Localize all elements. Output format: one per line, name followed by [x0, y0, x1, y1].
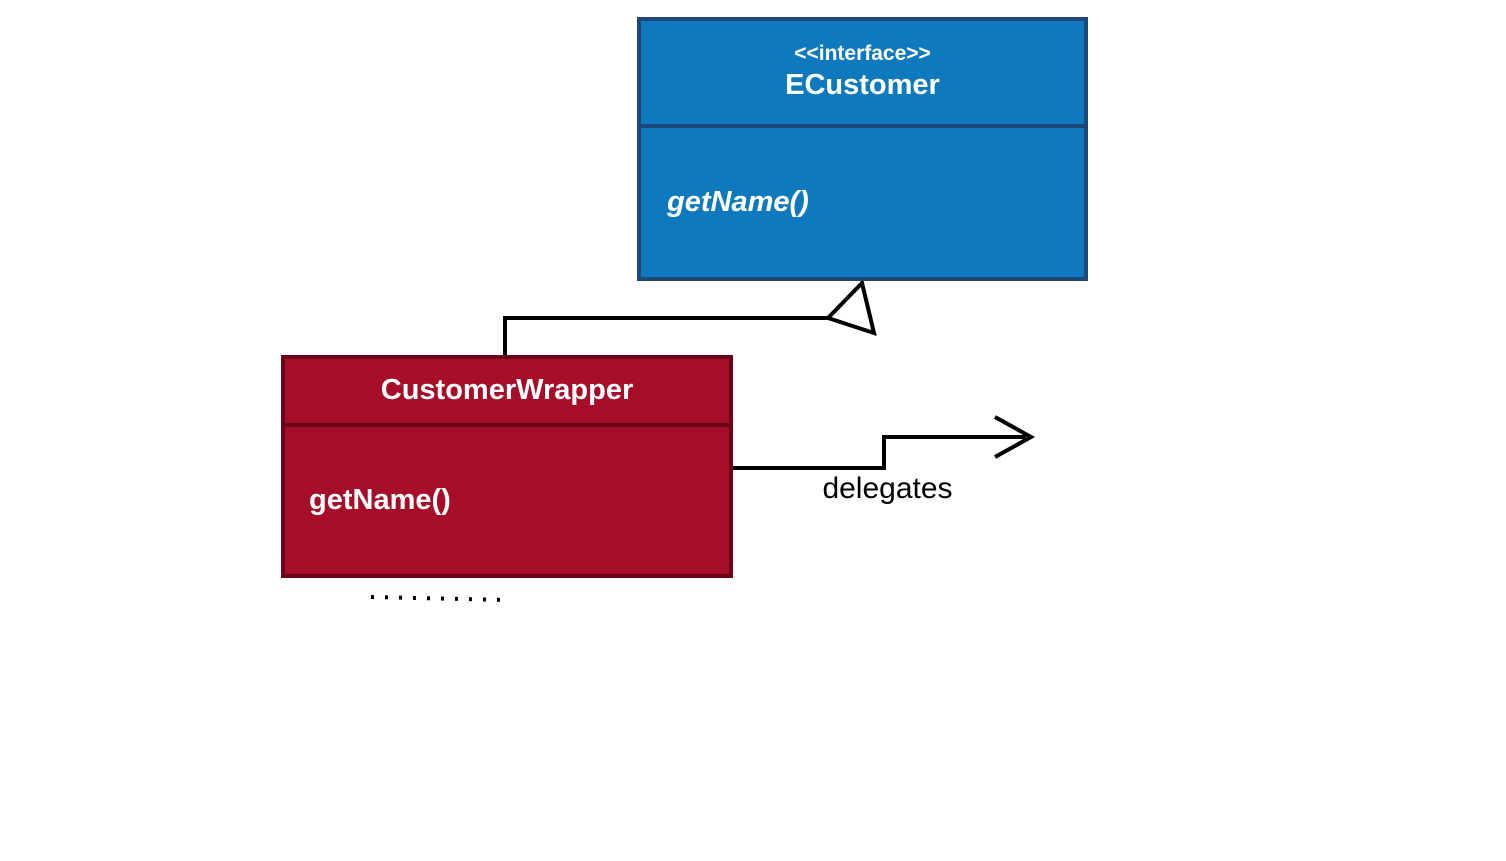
delegates-open-arrowhead — [994, 415, 1036, 459]
wrapper-class-body: getName() — [285, 427, 729, 574]
interface-class-box[interactable]: <<interface>> ECustomer getName() — [637, 17, 1088, 281]
wrapper-class-box[interactable]: CustomerWrapper getName() — [281, 355, 733, 578]
realization-triangle-arrowhead — [824, 279, 877, 337]
interface-class-header: <<interface>> ECustomer — [641, 21, 1084, 128]
interface-class-name: ECustomer — [785, 69, 940, 102]
interface-class-body: getName() — [641, 128, 1084, 277]
wrapper-class-name: CustomerWrapper — [380, 374, 634, 407]
delegates-connector[interactable] — [733, 435, 1026, 470]
wrapper-method-getname: getName() — [309, 484, 451, 516]
realization-connector[interactable] — [503, 316, 828, 355]
wrapper-class-header: CustomerWrapper — [285, 359, 729, 427]
delegates-label: delegates — [822, 472, 953, 505]
interface-stereotype: <<interface>> — [794, 42, 931, 65]
interface-method-getname: getName() — [667, 186, 809, 218]
dotted-line[interactable] — [370, 595, 508, 602]
